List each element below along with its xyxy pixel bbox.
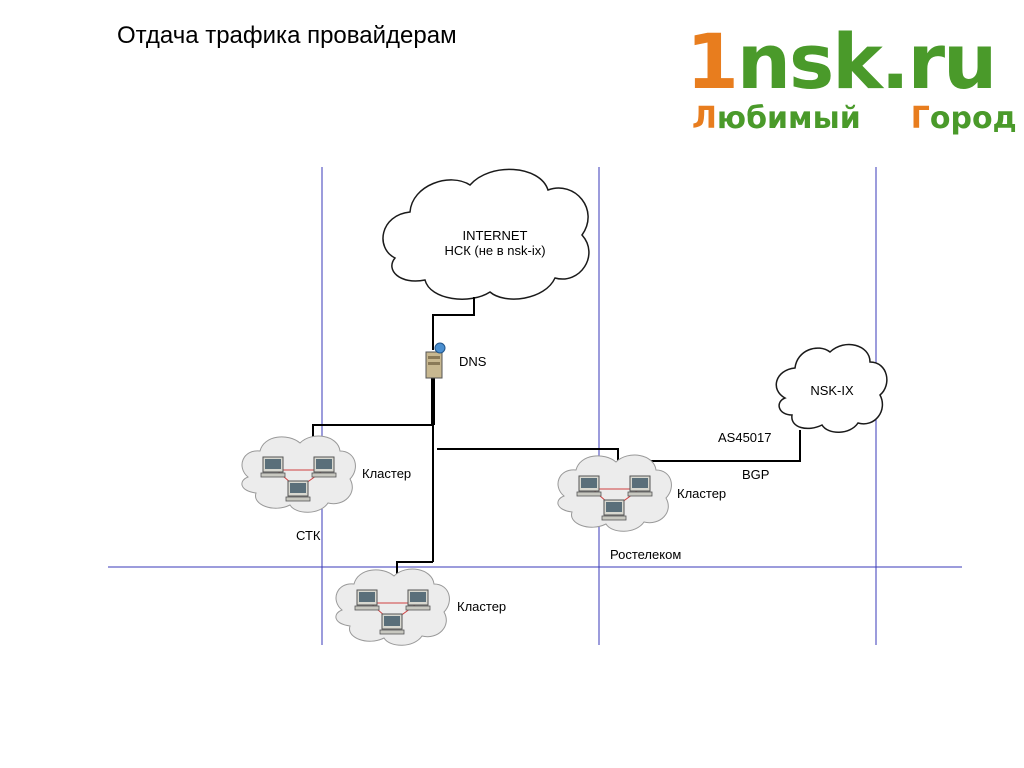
logo-slogan: Любимый Город — [692, 102, 1017, 136]
nskix-cloud-label: NSK-IX — [810, 383, 854, 398]
logo[interactable]: 1nsk.ru Любимый Город — [686, 22, 1017, 142]
links — [307, 297, 801, 612]
link-internet-dns — [432, 297, 475, 350]
slide-title: Отдача трафика провайдерам — [117, 22, 457, 49]
internet-cloud-line2: НСК (не в nsk-ix) — [444, 243, 545, 258]
bgp-label: BGP — [742, 467, 769, 482]
link-rostelecom-nskix — [618, 430, 801, 462]
stk-provider-label: СТК — [296, 528, 321, 543]
bottom-cluster-label: Кластер — [457, 599, 506, 614]
logo-brand: 1nsk.ru — [686, 22, 997, 102]
dns-label: DNS — [459, 354, 487, 369]
logo-slogan-first-letter: Л — [692, 101, 717, 136]
bottom-cluster[interactable] — [335, 568, 450, 646]
rostelecom-provider-label: Ростелеком — [610, 547, 681, 562]
logo-digit: 1 — [686, 17, 739, 106]
dns-server-icon[interactable] — [425, 342, 446, 379]
internet-cloud[interactable]: INTERNET НСК (не в nsk-ix) — [382, 168, 590, 300]
stk-cluster-label: Кластер — [362, 466, 411, 481]
as-label: AS45017 — [718, 430, 772, 445]
logo-slogan-second-rest: ород — [929, 101, 1017, 136]
logo-slogan-first-rest: юбимый — [716, 101, 861, 136]
stk-cluster[interactable] — [241, 435, 356, 513]
nskix-cloud[interactable]: NSK-IX — [775, 343, 888, 433]
rostelecom-cluster-label: Кластер — [677, 486, 726, 501]
internet-cloud-line1: INTERNET — [463, 228, 528, 243]
logo-domain: nsk.ru — [736, 17, 997, 106]
logo-slogan-second-letter: Г — [910, 101, 930, 136]
grid-lines — [108, 167, 962, 645]
rostelecom-cluster[interactable] — [557, 454, 672, 532]
